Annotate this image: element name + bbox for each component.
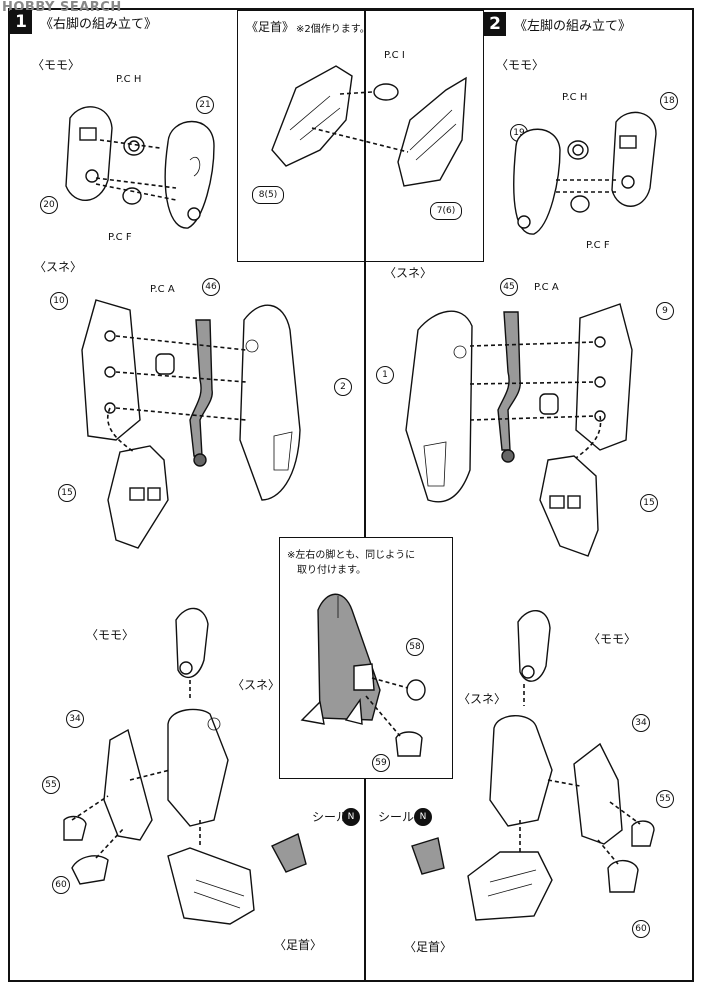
pc-a-label-left: P.C A [534,282,559,293]
shin-part-2 [239,304,301,501]
foot-box [237,10,484,262]
thigh-part-19 [513,128,561,235]
part-9: 9 [656,302,674,320]
part-34-right-shape [103,728,153,841]
part-15-right: 15 [58,484,76,502]
part-58-shape [406,679,426,701]
label-seal-left: シール [378,810,415,824]
part-58: 58 [406,638,424,656]
polycap-i [373,83,399,101]
part-2: 2 [334,378,352,396]
polycap-h-right [123,136,145,156]
label-sune-bottom-left: 〈スネ〉 [458,692,507,706]
part-10: 10 [50,292,68,310]
part-55-left-shape [631,820,655,847]
seal-n-right: N [342,808,360,826]
part-1: 1 [376,366,394,384]
part-60-right: 60 [52,876,70,894]
label-momo-left: 〈モモ〉 [496,58,545,72]
part-60-right-shape [71,855,109,885]
part-60-left: 60 [632,920,650,938]
foot-part-7 [397,76,467,187]
label-momo-right: 〈モモ〉 [32,58,81,72]
thigh-part-20 [65,106,113,201]
part-55-right-shape [63,815,87,841]
part-34-left: 34 [632,714,650,732]
foot-part-8 [271,65,353,167]
note-line-2: 取り付けます。 [297,565,366,576]
pc-i-label: P.C I [384,50,405,61]
page-frame [8,8,694,982]
part-59: 59 [372,754,390,772]
part-60-left-shape [607,860,639,893]
shin-part-1 [405,310,473,503]
shin-part-15-right [107,445,169,549]
foot-bottom-right [167,847,255,925]
seal-shape-left [411,837,445,875]
foot-box-note: ※2個作ります。 [296,24,370,35]
foot-box-title: 《足首》 [246,20,295,34]
part-21: 21 [196,96,214,114]
label-ashikubi-right: 〈足首〉 [274,938,323,952]
label-momo-bottom-left: 〈モモ〉 [588,632,637,646]
label-seal-right: シール [312,810,349,824]
polycap-f-left [570,195,590,213]
pc-h-label-right: P.C H [116,74,142,85]
pc-a-label-right: P.C A [150,284,175,295]
part-34-right: 34 [66,710,84,728]
label-sune-right: 〈スネ〉 [34,260,83,274]
sune-bottom-left [489,715,553,827]
step-2-title: 《左脚の組み立て》 [514,19,632,34]
polycap-a-left [539,393,559,415]
shin-part-45 [497,311,521,463]
part-18: 18 [660,92,678,110]
divider-top [364,10,366,260]
part-46: 46 [202,278,220,296]
seal-shape-right [271,833,307,873]
pc-f-label-right: P.C F [108,232,132,243]
seal-n-left: N [414,808,432,826]
part-55-right: 55 [42,776,60,794]
step-2-number: 2 [484,12,506,36]
label-sune-bottom-right: 〈スネ〉 [232,678,281,692]
note-line-1: ※左右の脚とも、同じように [287,550,416,561]
label-momo-bottom-right: 〈モモ〉 [86,628,135,642]
part-34-left-shape [573,742,623,845]
sune-bottom-right [167,708,229,827]
shin-part-9 [575,303,633,451]
part-55-left: 55 [656,790,674,808]
foot-bottom-left [467,851,553,921]
polycap-a-right [155,353,175,375]
thigh-part-21 [164,120,215,229]
step-1-title: 《右脚の組み立て》 [40,17,158,32]
shin-part-10 [81,299,141,441]
part-45: 45 [500,278,518,296]
polycap-f-right [122,187,142,205]
shin-part-15-left [539,455,599,557]
momo-bottom-right [175,607,209,679]
part-15-left: 15 [640,494,658,512]
label-ashikubi-left: 〈足首〉 [404,940,453,954]
label-sune-left: 〈スネ〉 [384,266,433,280]
pc-f-label-left: P.C F [586,240,610,251]
shin-part-46 [189,319,213,467]
momo-bottom-left [517,610,551,682]
thigh-part-18 [611,111,657,207]
pc-h-label-left: P.C H [562,92,588,103]
step-1-number: 1 [10,10,32,34]
part-7-6: 7(6) [430,202,462,220]
part-8-5: 8(5) [252,186,284,204]
polycap-h-left [567,140,589,160]
assembled-shin-sample [300,593,381,725]
part-20: 20 [40,196,58,214]
